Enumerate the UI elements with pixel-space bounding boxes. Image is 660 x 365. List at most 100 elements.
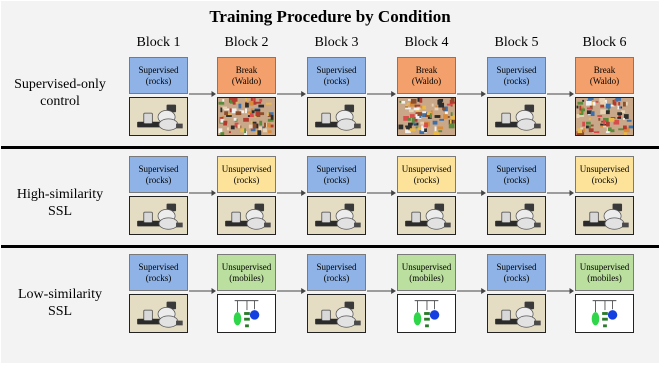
- condition-box-break: Break(Waldo): [575, 57, 634, 94]
- condition-stimulus: (mobiles): [229, 272, 264, 283]
- condition-box-unsupervised: Unsupervised(rocks): [575, 156, 634, 193]
- rocks-thumbnail: [129, 97, 188, 136]
- condition-stimulus: (rocks): [323, 174, 350, 185]
- condition-box-break: Break(Waldo): [397, 57, 456, 94]
- arrow-icon: [277, 189, 306, 197]
- condition-stimulus: (rocks): [145, 75, 172, 86]
- condition-stimulus: (Waldo): [231, 75, 262, 86]
- block-header: Block 5: [494, 35, 539, 50]
- rocks-thumbnail: [129, 294, 188, 333]
- condition-box-break: Break(Waldo): [217, 57, 276, 94]
- condition-text: Supervised(rocks): [139, 262, 179, 284]
- figure-title: Training Procedure by Condition: [209, 7, 451, 26]
- arrow-icon: [189, 189, 216, 197]
- arrow-icon: [367, 90, 396, 98]
- condition-stimulus: (rocks): [503, 75, 530, 86]
- rocks-thumbnail: [217, 196, 276, 235]
- condition-name: Break: [593, 64, 616, 75]
- condition-stimulus: (mobiles): [409, 272, 444, 283]
- rocks-thumbnail: [307, 196, 366, 235]
- condition-name: Unsupervised: [579, 163, 630, 174]
- condition-box-unsupervised: Unsupervised(rocks): [397, 156, 456, 193]
- arrow-icon: [367, 287, 396, 295]
- condition-text: Unsupervised(rocks): [222, 164, 272, 186]
- block-header: Block 4: [404, 35, 449, 50]
- arrow-icon: [189, 287, 216, 295]
- rocks-thumbnail: [307, 294, 366, 333]
- arrow-icon: [547, 189, 574, 197]
- condition-text: Supervised(rocks): [139, 65, 179, 87]
- rocks-thumbnail: [487, 196, 546, 235]
- row-label: Supervised-only control: [14, 77, 106, 109]
- arrow-icon: [547, 90, 574, 98]
- condition-stimulus: (Waldo): [589, 75, 620, 86]
- condition-text: Supervised(rocks): [317, 262, 357, 284]
- condition-stimulus: (rocks): [413, 174, 440, 185]
- condition-name: Unsupervised: [221, 163, 272, 174]
- rocks-thumbnail: [487, 294, 546, 333]
- arrow-icon: [189, 90, 216, 98]
- condition-name: Unsupervised: [221, 261, 272, 272]
- condition-stimulus: (mobiles): [587, 272, 622, 283]
- condition-box-mobiles: Unsupervised(mobiles): [217, 254, 276, 291]
- rocks-thumbnail: [129, 196, 188, 235]
- waldo-thumbnail: [397, 97, 456, 136]
- condition-text: Supervised(rocks): [139, 164, 179, 186]
- condition-text: Supervised(rocks): [497, 65, 537, 87]
- condition-name: Supervised: [138, 261, 179, 272]
- arrow-icon: [547, 287, 574, 295]
- rocks-thumbnail: [307, 97, 366, 136]
- condition-name: Supervised: [138, 163, 179, 174]
- condition-stimulus: (Waldo): [411, 75, 442, 86]
- condition-box-supervised: Supervised(rocks): [129, 254, 188, 291]
- condition-text: Supervised(rocks): [497, 262, 537, 284]
- waldo-thumbnail: [217, 97, 276, 136]
- waldo-thumbnail: [575, 97, 634, 136]
- condition-box-supervised: Supervised(rocks): [487, 254, 546, 291]
- condition-text: Unsupervised(rocks): [402, 164, 452, 186]
- row-label: Low-similarity SSL: [18, 287, 102, 319]
- mobile-thumbnail: [217, 294, 276, 333]
- condition-name: Supervised: [496, 64, 537, 75]
- row-divider: [1, 146, 659, 149]
- condition-text: Unsupervised(mobiles): [580, 262, 630, 284]
- condition-box-supervised: Supervised(rocks): [307, 156, 366, 193]
- condition-name: Supervised: [316, 64, 357, 75]
- condition-stimulus: (rocks): [233, 174, 260, 185]
- row-label: High-similarity SSL: [16, 187, 104, 219]
- arrow-icon: [277, 90, 306, 98]
- condition-text: Supervised(rocks): [317, 65, 357, 87]
- condition-box-supervised: Supervised(rocks): [487, 57, 546, 94]
- condition-stimulus: (rocks): [503, 272, 530, 283]
- arrow-icon: [457, 287, 486, 295]
- condition-stimulus: (rocks): [145, 272, 172, 283]
- condition-name: Supervised: [138, 64, 179, 75]
- condition-name: Unsupervised: [401, 261, 452, 272]
- condition-text: Break(Waldo): [412, 65, 441, 87]
- condition-box-supervised: Supervised(rocks): [307, 57, 366, 94]
- condition-text: Unsupervised(rocks): [580, 164, 630, 186]
- condition-stimulus: (rocks): [503, 174, 530, 185]
- block-header: Block 2: [224, 35, 269, 50]
- row-divider: [1, 245, 659, 248]
- condition-box-supervised: Supervised(rocks): [307, 254, 366, 291]
- condition-stimulus: (rocks): [591, 174, 618, 185]
- condition-box-mobiles: Unsupervised(mobiles): [397, 254, 456, 291]
- block-header: Block 6: [582, 35, 627, 50]
- arrow-icon: [367, 189, 396, 197]
- condition-box-supervised: Supervised(rocks): [129, 57, 188, 94]
- condition-stimulus: (rocks): [145, 174, 172, 185]
- condition-text: Supervised(rocks): [497, 164, 537, 186]
- condition-name: Unsupervised: [401, 163, 452, 174]
- condition-stimulus: (rocks): [323, 272, 350, 283]
- condition-name: Break: [415, 64, 438, 75]
- condition-text: Break(Waldo): [232, 65, 261, 87]
- condition-name: Supervised: [316, 163, 357, 174]
- condition-name: Break: [235, 64, 258, 75]
- mobile-thumbnail: [397, 294, 456, 333]
- mobile-thumbnail: [575, 294, 634, 333]
- block-header: Block 1: [136, 35, 181, 50]
- condition-text: Supervised(rocks): [317, 164, 357, 186]
- condition-box-unsupervised: Unsupervised(rocks): [217, 156, 276, 193]
